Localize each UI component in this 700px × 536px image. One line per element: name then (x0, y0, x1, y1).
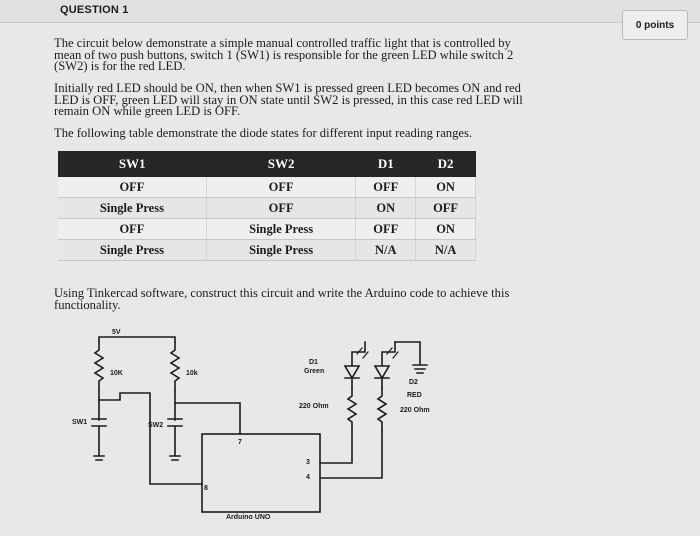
cell: OFF (58, 218, 207, 240)
text-line: functionality. (54, 297, 121, 312)
table-header-row: SW1 SW2 D1 D2 (58, 151, 476, 177)
wire-pin4 (319, 429, 383, 479)
table-row: OFF Single Press OFF ON (58, 218, 476, 240)
label-d1: D1 (309, 359, 318, 366)
table-row: Single Press OFF ON OFF (58, 197, 476, 219)
cell: N/A (415, 239, 476, 261)
text-line: mean of two push buttons, switch 1 (SW1)… (54, 47, 514, 62)
diode-states-table: SW1 SW2 D1 D2 OFF OFF OFF ON Single Pres… (58, 151, 476, 261)
cell: OFF (355, 177, 417, 198)
table-intro-text: The following table demonstrate the diod… (54, 126, 473, 140)
text-line: Using Tinkercad software, construct this… (54, 286, 510, 300)
text-line: The circuit below demonstrate a simple m… (54, 36, 511, 50)
resistor-r3 (346, 387, 358, 431)
label-d2-color: RED (407, 392, 422, 399)
text-line: (SW2) is for the red LED. (54, 59, 186, 73)
label-d1-color: Green (304, 368, 324, 375)
cell: Single Press (58, 197, 207, 219)
points-badge: 0 points (622, 10, 688, 40)
wire-pin3 (319, 429, 353, 464)
text-line: Initially red LED should be ON, then whe… (54, 81, 521, 95)
header-sw2: SW2 (206, 151, 356, 177)
label-r3: 220 Ohm (299, 403, 329, 410)
cell: ON (415, 177, 476, 198)
ground-symbol (394, 341, 428, 374)
wire-sw1-pin8 (98, 389, 203, 485)
header-d2: D2 (415, 151, 476, 177)
cell: N/A (355, 239, 417, 261)
diode-d2 (373, 341, 396, 389)
switch-sw2 (167, 402, 183, 461)
label-r1: 10K (110, 370, 123, 377)
cell: OFF (206, 197, 357, 219)
label-sw1: SW1 (72, 419, 87, 426)
text-line: remain ON while green LED is OFF. (54, 104, 241, 118)
supply-rail (98, 336, 176, 343)
header-sw1: SW1 (58, 151, 207, 177)
wire-sw2-pin7 (174, 389, 241, 435)
cell: Single Press (206, 218, 357, 240)
resistor-r2 (169, 341, 181, 391)
label-pin3: 3 (306, 459, 310, 466)
header-d1: D1 (355, 151, 416, 177)
label-pin7: 7 (238, 439, 242, 446)
text-line: LED is OFF, green LED will stay in ON st… (54, 92, 523, 107)
label-sw2: SW2 (148, 422, 163, 429)
header-divider (0, 22, 700, 23)
table-row: OFF OFF OFF ON (58, 177, 476, 198)
cell: ON (415, 218, 476, 240)
behavior-paragraph: Initially red LED should be ON, then whe… (54, 81, 606, 118)
label-5v: 5V (112, 329, 121, 336)
label-board: Arduino UNO (226, 514, 271, 521)
label-pin4: 4 (306, 474, 310, 481)
resistor-r4 (376, 387, 388, 431)
question-title: QUESTION 1 (60, 4, 129, 16)
cell: OFF (58, 177, 207, 198)
label-r2: 10k (186, 370, 198, 377)
label-pin8: 8 (204, 485, 208, 492)
task-paragraph: Using Tinkercad software, construct this… (54, 286, 606, 312)
label-d2: D2 (409, 379, 418, 386)
cell: OFF (415, 197, 476, 219)
cell: Single Press (206, 239, 357, 261)
cell: Single Press (58, 239, 207, 261)
switch-sw1 (91, 399, 107, 461)
diode-d1 (343, 341, 366, 389)
arduino-board (201, 433, 321, 513)
cell: ON (355, 197, 417, 219)
table-row: Single Press Single Press N/A N/A (58, 239, 476, 261)
diode-d2-arrows (386, 347, 399, 359)
cell: OFF (206, 177, 357, 198)
cell: OFF (355, 218, 417, 240)
diode-d1-arrows (356, 347, 369, 359)
question-header-band (0, 0, 700, 22)
resistor-r1 (93, 341, 105, 391)
label-r4: 220 Ohm (400, 407, 430, 414)
intro-paragraph: The circuit below demonstrate a simple m… (54, 36, 606, 73)
